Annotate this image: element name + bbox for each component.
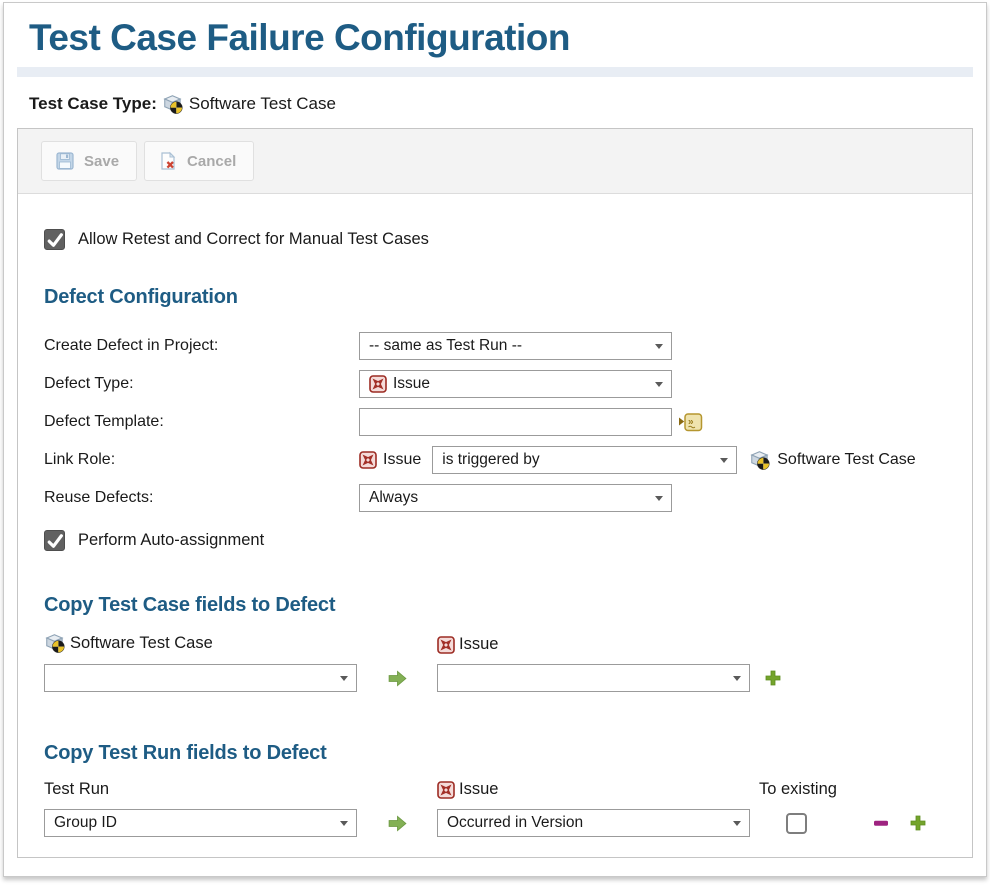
link-role-target-label: Software Test Case [777, 451, 916, 468]
reuse-defects-select[interactable]: Always [359, 484, 672, 512]
copy-test-run-target-select[interactable]: Occurred in Version [437, 809, 750, 837]
link-role-label: Link Role: [44, 451, 116, 468]
chevron-down-icon [655, 382, 663, 387]
chevron-down-icon [340, 676, 348, 681]
test-case-type-label: Test Case Type: [29, 94, 157, 113]
chevron-down-icon [720, 458, 729, 463]
issue-icon [437, 780, 455, 799]
copy-test-case-target-label: Issue [459, 635, 499, 653]
test-case-type-row: Test Case Type: Software Test Case [29, 93, 973, 115]
cancel-icon [158, 151, 178, 171]
copy-test-run-source-select[interactable]: Group ID [44, 809, 357, 837]
remove-mapping-icon[interactable] [872, 814, 890, 832]
test-case-type-value: Software Test Case [188, 94, 336, 113]
software-test-case-icon [162, 93, 184, 115]
chevron-down-icon [733, 676, 741, 681]
add-mapping-icon[interactable] [909, 814, 927, 832]
create-defect-in-project-select[interactable]: -- same as Test Run -- [359, 332, 672, 360]
copy-test-run-source-header: Test Run [44, 780, 357, 799]
allow-retest-row: Allow Retest and Correct for Manual Test… [44, 229, 972, 250]
software-test-case-icon [44, 632, 66, 654]
copy-test-run-target-header: Issue [437, 780, 750, 799]
copy-test-case-column-labels: Software Test Case Issue [44, 632, 972, 654]
title-divider-bar [17, 67, 973, 77]
copy-test-run-source-label: Test Run [44, 780, 110, 798]
allow-retest-label: Allow Retest and Correct for Manual Test… [78, 230, 429, 248]
reuse-defects-value: Always [369, 489, 419, 506]
auto-assignment-label: Perform Auto-assignment [78, 531, 265, 549]
create-defect-in-project-label: Create Defect in Project: [44, 337, 219, 354]
allow-retest-checkbox[interactable] [44, 229, 65, 250]
copy-test-run-source-value: Group ID [54, 814, 117, 831]
link-role-value: is triggered by [442, 451, 540, 468]
defect-type-label: Defect Type: [44, 375, 134, 392]
to-existing-header: To existing [750, 780, 842, 799]
defect-type-select[interactable]: Issue [359, 370, 672, 398]
copy-test-run-heading: Copy Test Run fields to Defect [44, 742, 327, 764]
cancel-button[interactable]: Cancel [144, 141, 255, 181]
map-arrow-icon [387, 813, 408, 834]
toolbar: Save Cancel [18, 129, 972, 194]
save-icon [55, 151, 75, 171]
form-area: Allow Retest and Correct for Manual Test… [18, 194, 972, 837]
save-button-label: Save [84, 152, 120, 170]
reuse-defects-label: Reuse Defects: [44, 489, 154, 506]
chevron-down-icon [655, 496, 663, 501]
add-mapping-icon[interactable] [764, 669, 782, 687]
create-defect-in-project-value: -- same as Test Run -- [369, 337, 523, 354]
to-existing-checkbox[interactable] [785, 812, 807, 834]
software-test-case-icon [749, 449, 771, 471]
defect-configuration-heading: Defect Configuration [44, 286, 238, 308]
map-arrow-icon [387, 668, 408, 689]
chevron-down-icon [655, 344, 663, 349]
copy-test-run-controls: Group ID Occurred in Version [44, 809, 972, 837]
copy-test-case-source-label: Software Test Case [70, 633, 213, 652]
auto-assignment-row: Perform Auto-assignment [44, 530, 972, 551]
link-role-source-label: Issue [383, 451, 422, 468]
copy-test-run-target-label: Issue [459, 780, 499, 798]
defect-template-row: Defect Template: [44, 408, 972, 436]
to-existing-label: To existing [759, 780, 837, 798]
issue-icon [437, 635, 455, 654]
defect-template-input[interactable] [359, 408, 672, 436]
save-button[interactable]: Save [41, 141, 138, 181]
reuse-defects-row: Reuse Defects: Always [44, 484, 972, 512]
work-item-picker-icon[interactable] [678, 412, 703, 433]
copy-test-case-source-select[interactable] [44, 664, 357, 692]
defect-type-value: Issue [393, 375, 431, 392]
link-role-row: Link Role: Issue is triggered by [44, 446, 972, 474]
copy-test-case-source-header: Software Test Case [44, 632, 357, 654]
copy-test-case-target-select[interactable] [437, 664, 750, 692]
page: Test Case Failure Configuration Test Cas… [3, 2, 987, 877]
defect-configuration-rows: Create Defect in Project: -- same as Tes… [44, 332, 972, 512]
create-defect-in-project-row: Create Defect in Project: -- same as Tes… [44, 332, 972, 360]
cancel-button-label: Cancel [187, 152, 237, 170]
link-role-select[interactable]: is triggered by [432, 446, 738, 474]
copy-test-case-target-header: Issue [437, 635, 750, 654]
issue-icon [359, 451, 377, 469]
copy-test-run-target-value: Occurred in Version [447, 814, 584, 831]
defect-template-label: Defect Template: [44, 413, 164, 430]
defect-type-row: Defect Type: Issue [44, 370, 972, 398]
auto-assignment-checkbox[interactable] [44, 530, 65, 551]
copy-test-case-controls [44, 664, 972, 692]
link-role-controls: Issue is triggered by Software Test Case [359, 446, 916, 474]
content-box: Save Cancel Allow Retest and Correct for… [17, 128, 973, 858]
chevron-down-icon [733, 821, 741, 826]
issue-icon [369, 375, 387, 393]
copy-test-case-heading: Copy Test Case fields to Defect [44, 594, 336, 616]
chevron-down-icon [340, 821, 348, 826]
page-title: Test Case Failure Configuration [29, 17, 570, 58]
copy-test-run-column-labels: Test Run Issue To existing [44, 780, 972, 799]
